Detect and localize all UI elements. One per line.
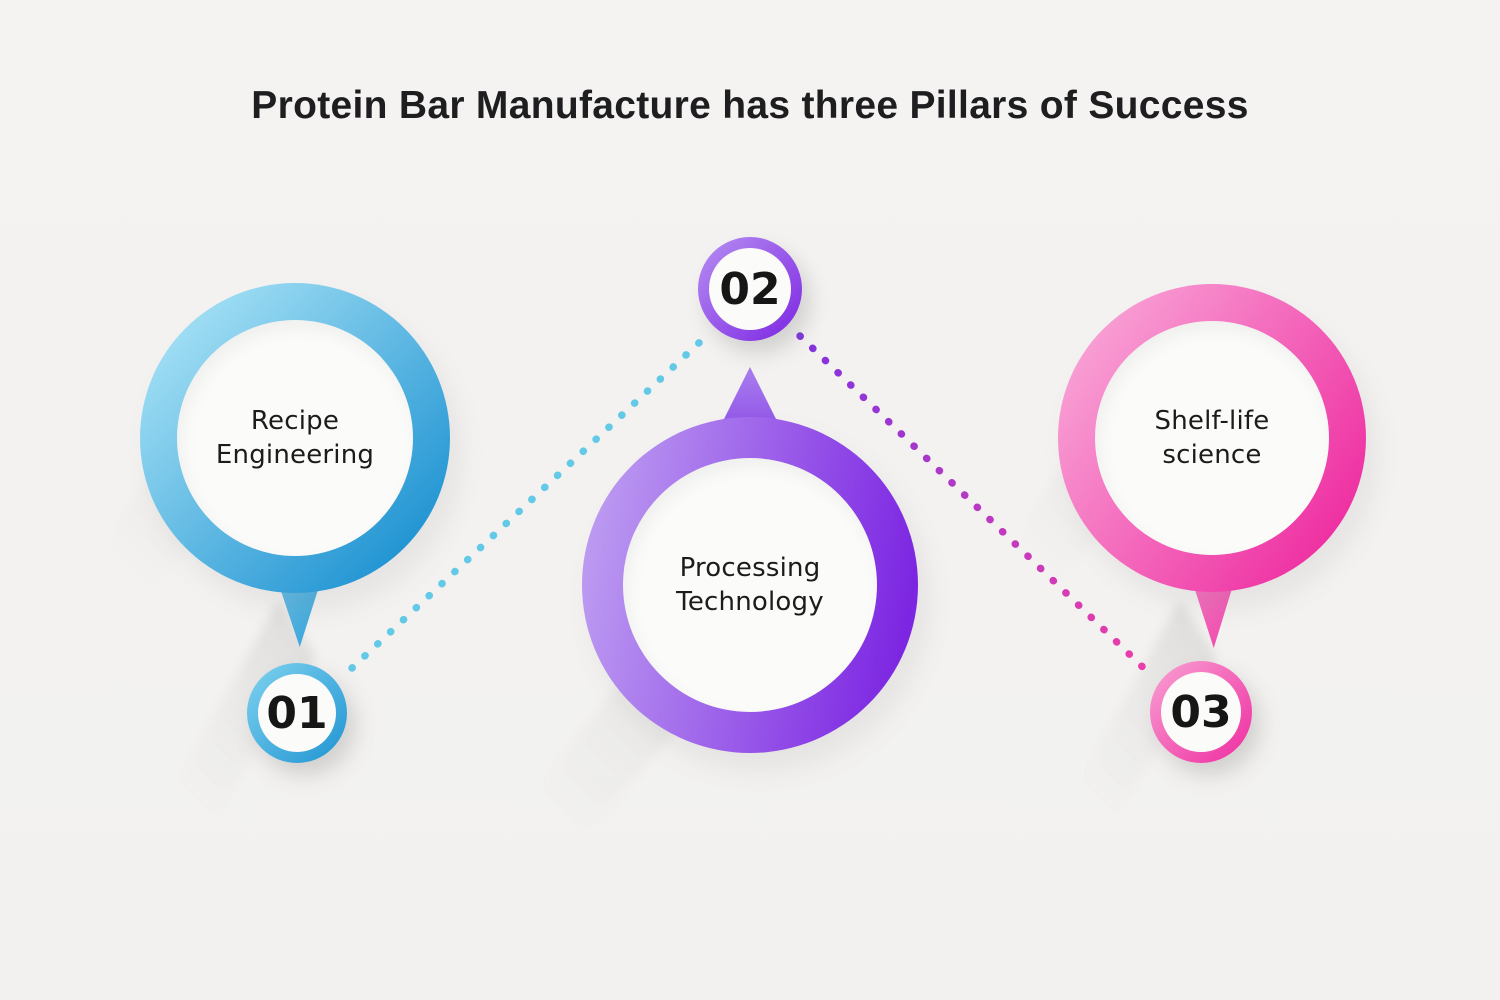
pillar-label: Shelf-life science (1154, 405, 1270, 470)
step-badge-inner: 02 (709, 248, 791, 330)
step-number: 03 (1170, 686, 1232, 738)
pillar-circle-inner: Processing Technology (623, 458, 877, 712)
pillar-label: Processing Technology (676, 552, 824, 617)
step-number: 02 (719, 263, 781, 315)
pillar-circle: Processing Technology (582, 417, 918, 753)
page-title: Protein Bar Manufacture has three Pillar… (251, 84, 1249, 127)
pillar-label: Recipe Engineering (215, 405, 375, 470)
step-number: 01 (266, 687, 328, 739)
step-badge: 03 (1150, 661, 1252, 763)
step-badge: 01 (247, 663, 347, 763)
step-badge-inner: 01 (258, 674, 336, 752)
pillar-circle: Recipe Engineering (140, 283, 450, 593)
step-badge: 02 (698, 237, 802, 341)
pillar-circle-inner: Recipe Engineering (177, 320, 413, 556)
pillar-circle: Shelf-life science (1058, 284, 1366, 592)
step-badge-inner: 03 (1161, 672, 1241, 752)
pillar-circle-inner: Shelf-life science (1095, 321, 1329, 555)
